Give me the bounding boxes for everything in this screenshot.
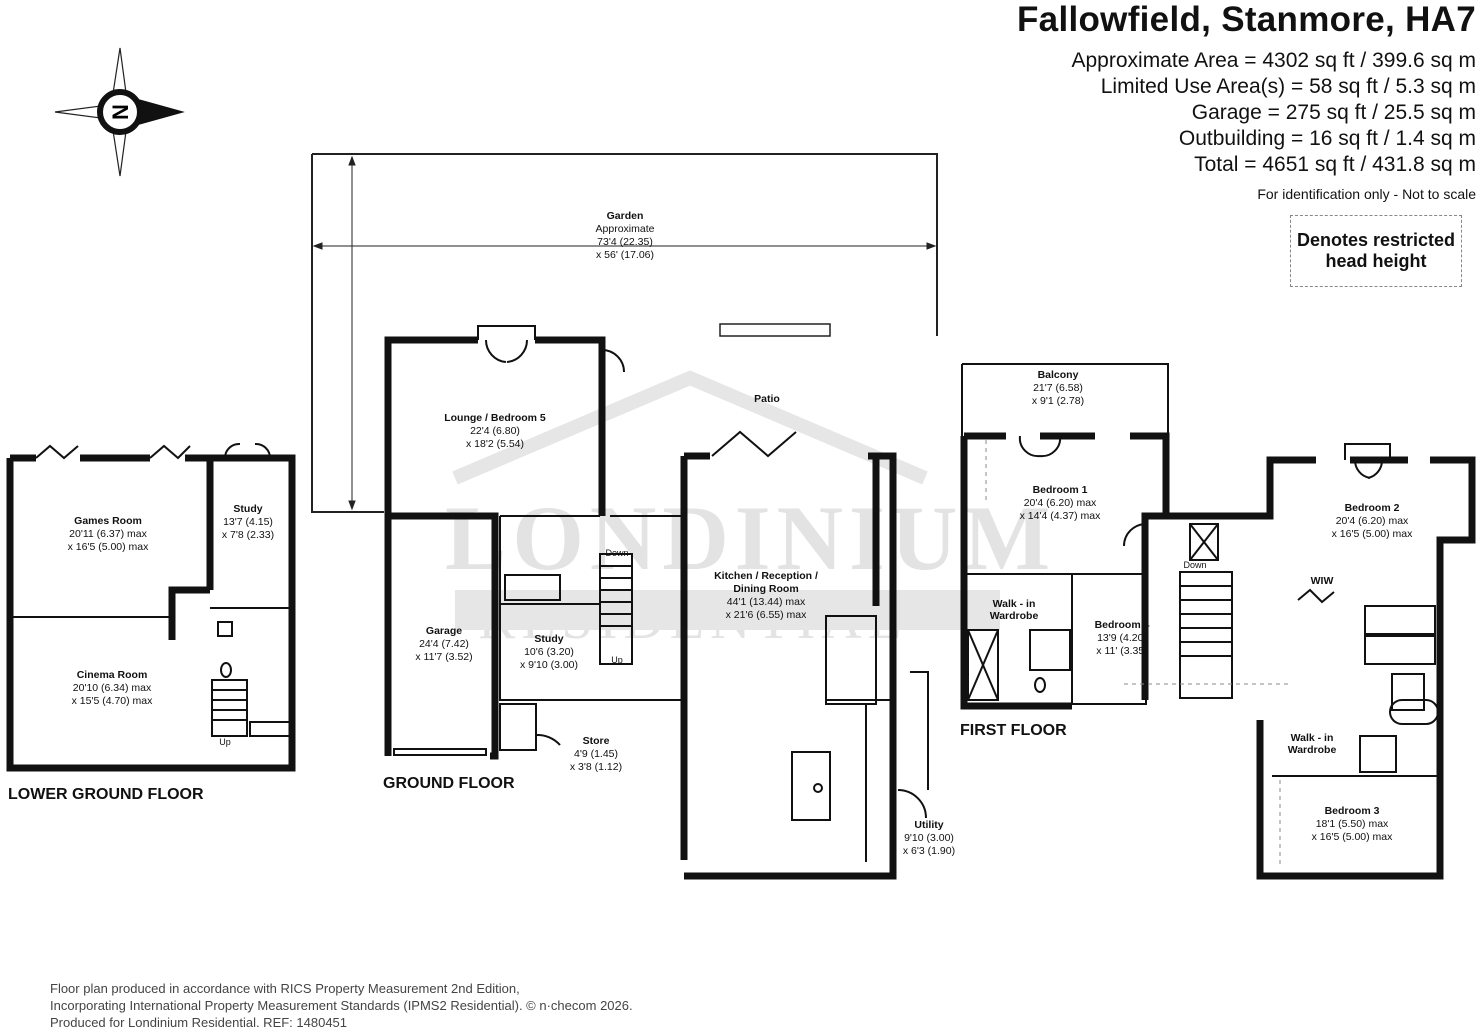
bed1-l2: x 14'4 (4.37) max — [1020, 510, 1102, 522]
balcony-l2: x 9'1 (2.78) — [1032, 395, 1084, 407]
bed2-l1: 20'4 (6.20) max — [1336, 515, 1409, 527]
bed1-l1: 20'4 (6.20) max — [1024, 497, 1097, 509]
wiw1-l1: Walk - in — [993, 598, 1036, 610]
watermark-line-1: LONDINIUM — [445, 487, 1057, 589]
garden-name: Garden — [607, 210, 644, 222]
stairs-down-first: Down — [1183, 560, 1206, 570]
garage-name: Garage — [426, 625, 462, 637]
store-name: Store — [583, 735, 610, 747]
garden-dimension-arrows — [312, 155, 937, 511]
legend-line-1: Denotes restricted — [1296, 230, 1456, 250]
cinema-l1: 20'10 (6.34) max — [73, 682, 152, 694]
lounge-l2: x 18'2 (5.54) — [466, 438, 524, 450]
garden-outline — [311, 153, 938, 513]
cinema-name: Cinema Room — [77, 669, 148, 681]
kitchen-l1: 44'1 (13.44) max — [727, 596, 806, 608]
garden-l2: 73'4 (22.35) — [597, 236, 653, 248]
room-labels: Garden Approximate 73'4 (22.35) x 56' (1… — [68, 210, 1414, 857]
floor-label-first: FIRST FLOOR — [960, 722, 1067, 739]
watermark-roof-icon — [452, 370, 1000, 630]
garden-l1: Approximate — [596, 223, 655, 235]
balcony-name: Balcony — [1038, 369, 1079, 381]
store-l2: x 3'8 (1.12) — [570, 761, 622, 773]
floor-label-ground: GROUND FLOOR — [383, 775, 515, 792]
footer-line-2: Incorporating International Property Mea… — [50, 998, 633, 1013]
study-g-l2: x 9'10 (3.00) — [520, 659, 578, 671]
study-lg-l1: 13'7 (4.15) — [223, 516, 273, 528]
garden-rooflight — [719, 323, 831, 337]
footer: Floor plan produced in accordance with R… — [50, 980, 633, 1031]
study-g-name: Study — [534, 633, 563, 645]
wiw1-l2: Wardrobe — [990, 610, 1039, 622]
bed2-l2: x 16'5 (5.00) max — [1332, 528, 1414, 540]
stairs-up-ground: Up — [611, 655, 623, 665]
study-g-l1: 10'6 (3.20) — [524, 646, 574, 658]
stairs-down-ground: Down — [605, 548, 628, 558]
compass-n-label: N — [108, 104, 133, 120]
footer-line-1: Floor plan produced in accordance with R… — [50, 981, 520, 996]
games-l2: x 16'5 (5.00) max — [68, 541, 150, 553]
bed1-name: Bedroom 1 — [1033, 484, 1088, 496]
utility-l1: 9'10 (3.00) — [904, 832, 954, 844]
bed4-l2: x 11' (3.35) — [1096, 645, 1147, 657]
balcony-l1: 21'7 (6.58) — [1033, 382, 1083, 394]
garden-l3: x 56' (17.06) — [596, 249, 654, 261]
lower-ground-walls — [6, 454, 296, 772]
store-l1: 4'9 (1.45) — [574, 748, 618, 760]
ground-floor-walls — [384, 336, 897, 880]
area-line: Outbuilding = 16 sq ft / 1.4 sq m — [1178, 127, 1476, 150]
page-title: Fallowfield, Stanmore, HA7 — [1017, 0, 1476, 39]
bed3-l1: 18'1 (5.50) max — [1316, 818, 1389, 830]
bed4-name: Bedroom 4 — [1095, 619, 1150, 631]
lounge-name: Lounge / Bedroom 5 — [444, 412, 546, 424]
scale-note: For identification only - Not to scale — [1257, 186, 1476, 202]
wiw3-l2: Wardrobe — [1288, 744, 1337, 756]
compass-icon — [54, 47, 185, 177]
wiw3-l1: Walk - in — [1291, 732, 1334, 744]
restricted-head-height-lines — [985, 440, 1290, 866]
area-summary: Approximate Area = 4302 sq ft / 399.6 sq… — [1072, 48, 1477, 178]
bed2-name: Bedroom 2 — [1345, 502, 1400, 514]
footer-line-3: Produced for Londinium Residential. REF:… — [50, 1015, 348, 1030]
bed3-name: Bedroom 3 — [1325, 805, 1380, 817]
kitchen-name-2: Dining Room — [733, 583, 798, 595]
area-line: Limited Use Area(s) = 58 sq ft / 5.3 sq … — [1100, 75, 1476, 98]
games-name: Games Room — [74, 515, 142, 527]
bed3-l2: x 16'5 (5.00) max — [1312, 831, 1394, 843]
study-lg-name: Study — [233, 503, 262, 515]
study-lg-l2: x 7'8 (2.33) — [222, 529, 274, 541]
area-line: Garage = 275 sq ft / 25.5 sq m — [1191, 101, 1476, 124]
utility-l2: x 6'3 (1.90) — [903, 845, 955, 857]
stairs-up-lower: Up — [219, 737, 231, 747]
kitchen-name-1: Kitchen / Reception / — [714, 570, 818, 582]
cinema-l2: x 15'5 (4.70) max — [72, 695, 154, 707]
area-line: Approximate Area = 4302 sq ft / 399.6 sq… — [1071, 49, 1477, 72]
garage-l1: 24'4 (7.42) — [419, 638, 469, 650]
wiw-label: WIW — [1311, 575, 1334, 587]
garage-l2: x 11'7 (3.52) — [415, 651, 472, 663]
bed4-l1: 13'9 (4.20) — [1097, 632, 1147, 644]
kitchen-l2: x 21'6 (6.55) max — [726, 609, 808, 621]
patio-name: Patio — [754, 393, 780, 405]
utility-name: Utility — [914, 819, 943, 831]
lounge-l1: 22'4 (6.80) — [470, 425, 520, 437]
floor-label-lower-ground: LOWER GROUND FLOOR — [8, 786, 204, 803]
area-line: Total = 4651 sq ft / 431.8 sq m — [1194, 153, 1476, 176]
games-l1: 20'11 (6.37) max — [69, 528, 147, 540]
legend-line-2: head height — [1325, 251, 1427, 271]
